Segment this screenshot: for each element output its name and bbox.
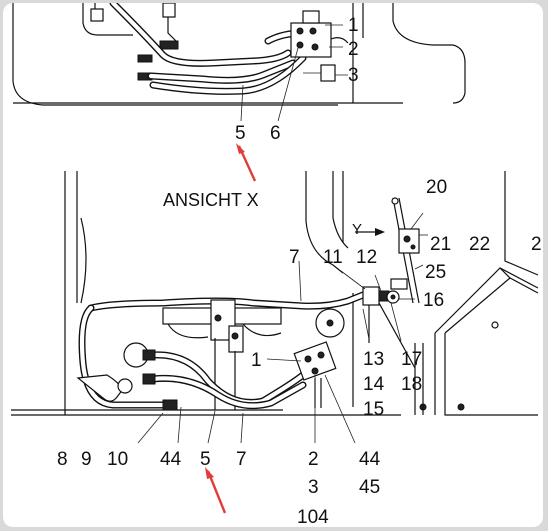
red-arrow-bottom <box>205 467 227 514</box>
callout-20: 20 <box>426 177 447 198</box>
callout-3-bottom: 3 <box>308 477 319 498</box>
callout-21: 21 <box>430 234 451 255</box>
callout-22: 22 <box>469 234 490 255</box>
callout-top-3: 3 <box>348 65 359 86</box>
callout-17: 17 <box>401 349 422 370</box>
callout-1-mid: 1 <box>251 350 262 371</box>
callout-45: 45 <box>359 477 380 498</box>
callout-top-6: 6 <box>270 123 281 144</box>
y-direction-arrow <box>375 228 385 236</box>
callout-9: 9 <box>81 449 92 470</box>
fitting-12 <box>362 286 380 306</box>
callout-16: 16 <box>423 290 444 311</box>
callout-2-bottom: 2 <box>308 449 319 470</box>
callout-12: 12 <box>356 247 377 268</box>
main-detail-view <box>11 171 539 444</box>
callout-104: 104 <box>297 507 329 527</box>
valve-block-bottom <box>293 341 337 381</box>
callout-2-edge: 2 <box>531 234 542 255</box>
callout-8: 8 <box>57 449 68 470</box>
callout-25: 25 <box>425 262 446 283</box>
top-detail-view <box>12 3 466 122</box>
callout-top-2: 2 <box>348 39 359 60</box>
callout-44-left: 44 <box>160 449 182 470</box>
callout-11: 11 <box>323 247 343 268</box>
callout-7-bottom: 7 <box>236 449 247 470</box>
red-arrow-top <box>236 143 257 182</box>
callout-top-1: 1 <box>348 15 359 36</box>
view-title: ANSICHT X <box>163 190 259 210</box>
top-frame-outline <box>12 3 338 106</box>
parts-diagram: 1 2 3 5 6 ANSICHT X <box>11 3 542 527</box>
callout-18: 18 <box>401 374 422 395</box>
callout-7-top: 7 <box>289 247 300 268</box>
callout-13: 13 <box>363 349 384 370</box>
callout-15: 15 <box>363 399 384 420</box>
top-hose-a <box>109 3 292 67</box>
top-frame-right <box>392 3 466 104</box>
direction-y-label: Y <box>352 221 362 238</box>
diagram-frame: 1 2 3 5 6 ANSICHT X <box>3 3 543 527</box>
callout-10: 10 <box>107 449 128 470</box>
callout-44-right: 44 <box>359 449 381 470</box>
callout-14: 14 <box>363 374 385 395</box>
callout-top-5: 5 <box>235 123 246 144</box>
callout-5-bottom: 5 <box>200 449 211 470</box>
